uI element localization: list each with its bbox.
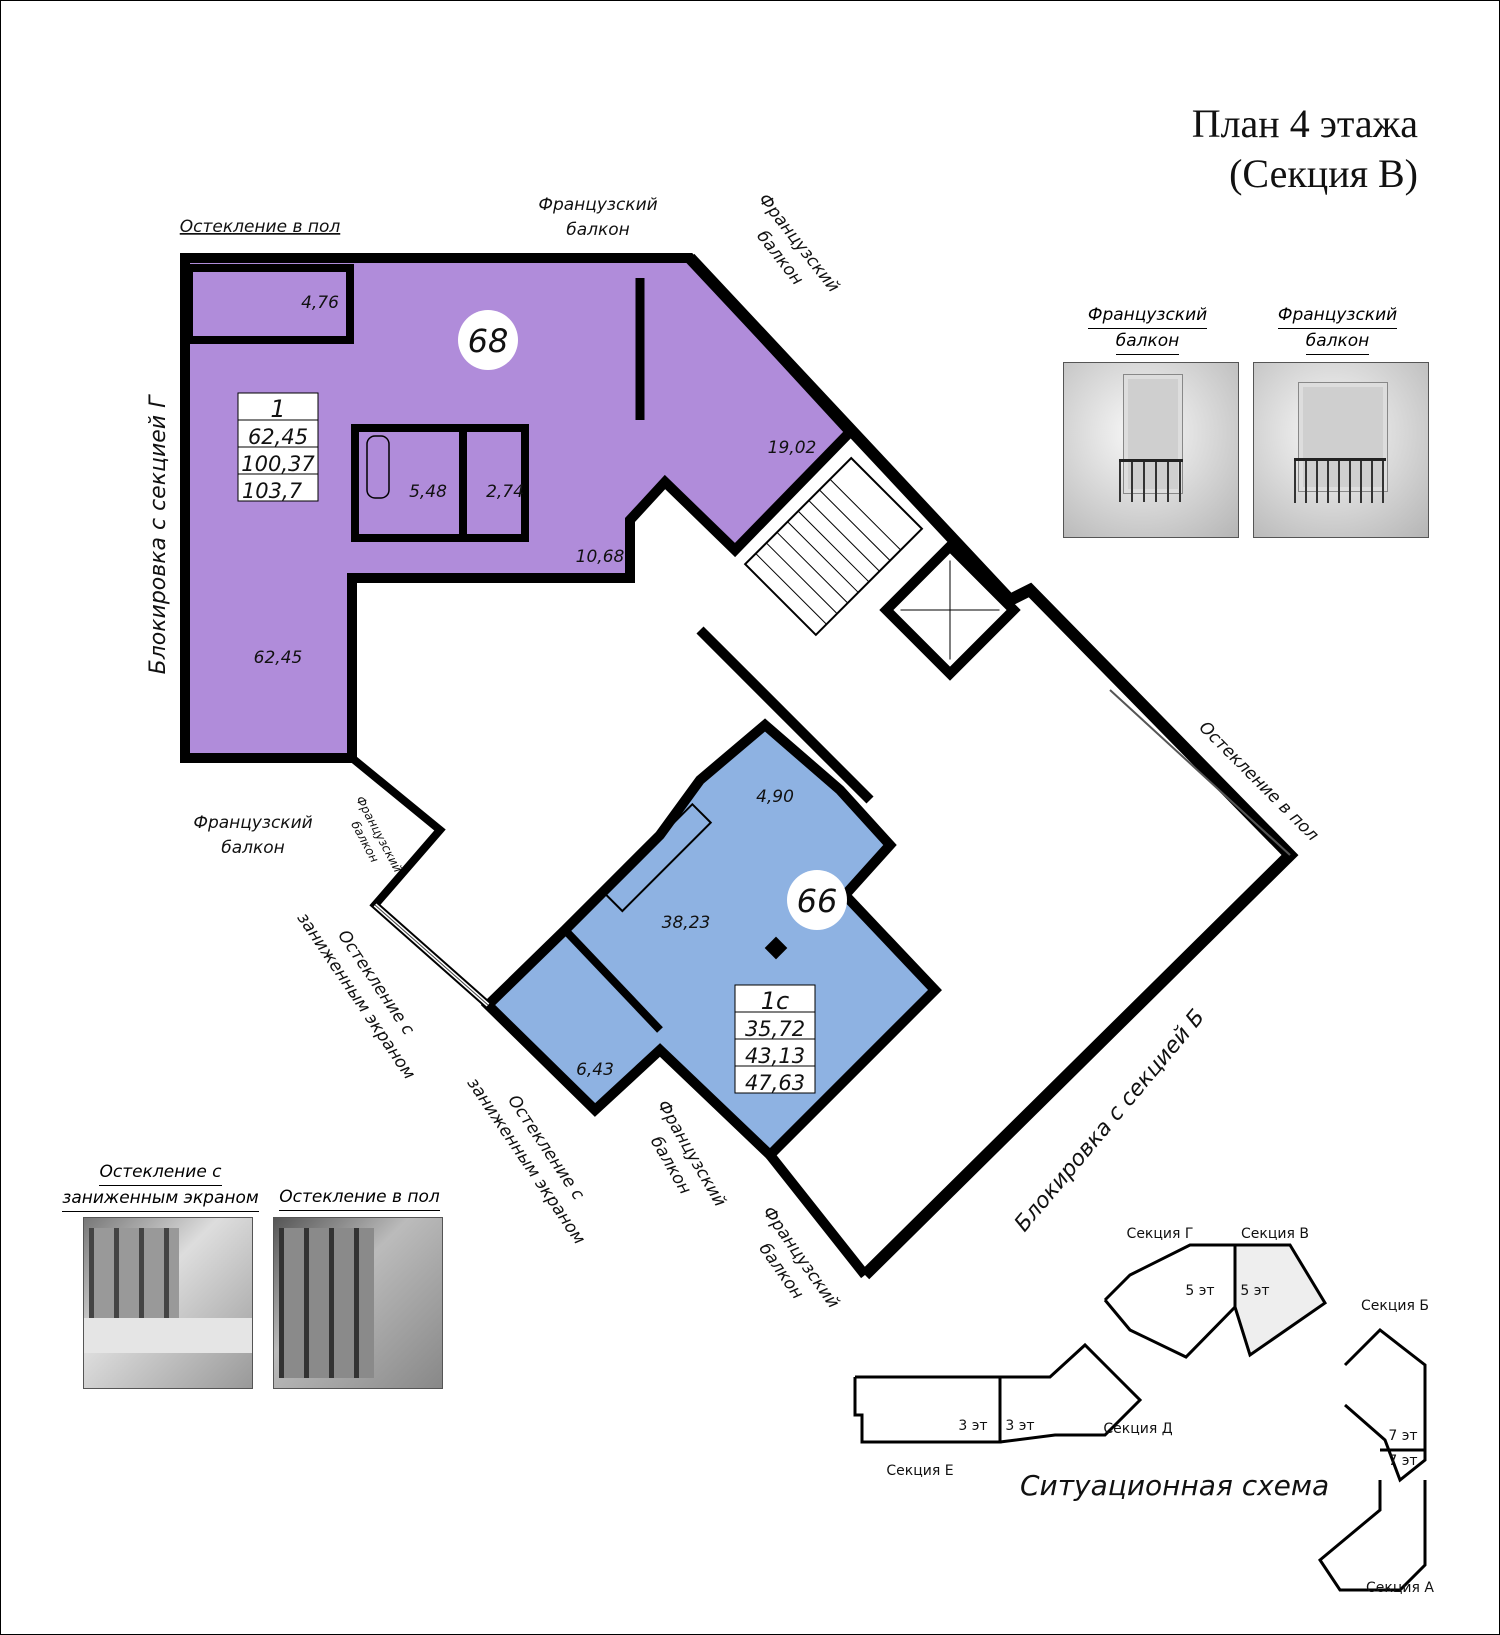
room-4-76 <box>185 264 354 344</box>
room-area: 5,48 <box>409 482 447 502</box>
room-area: 62,45 <box>254 648 303 668</box>
site-section-v: Секция В <box>1241 1226 1309 1242</box>
room-area: 19,02 <box>768 438 817 458</box>
svg-text:47,63: 47,63 <box>745 1071 805 1095</box>
svg-text:100,37: 100,37 <box>241 452 315 476</box>
plan-subtitle: (Секция В) <box>1229 151 1418 196</box>
svg-text:1: 1 <box>270 395 285 423</box>
glazing-floor-photo <box>273 1217 443 1389</box>
apartment-66-area[interactable] <box>480 718 942 1162</box>
kitchen-counter <box>602 802 713 913</box>
label-french-balcony: Французский балкон <box>646 1097 730 1210</box>
bathroom <box>351 424 467 542</box>
label-glazing-low: Остекление с заниженным экраном <box>293 909 420 1083</box>
room-area: 4,76 <box>301 293 339 313</box>
apartment-68-info: 1 62,45 100,37 103,7 <box>237 392 319 503</box>
elevator-shaft <box>879 539 1021 681</box>
site-floors-g: 5 эт <box>1185 1283 1214 1299</box>
wall-segment <box>766 1151 869 1279</box>
label-french-balcony: балкон <box>221 838 285 858</box>
toilet <box>459 424 529 542</box>
glazing-low-photo <box>83 1217 253 1389</box>
site-floors-b: 7 эт <box>1388 1428 1417 1444</box>
site-floors-e: 3 эт <box>958 1418 987 1434</box>
label-french-balcony: Французский <box>193 813 312 833</box>
site-floors-d: 3 эт <box>1005 1418 1034 1434</box>
glazing-right <box>1109 689 1291 856</box>
site-section-a: Секция А <box>1366 1580 1434 1596</box>
room-area: 6,43 <box>576 1060 614 1080</box>
corridor-wall <box>696 626 874 804</box>
site-section-e: Секция Е <box>886 1463 953 1479</box>
room-area: 2,74 <box>486 482 524 502</box>
outer-wall <box>685 253 1299 1280</box>
site-section-d: Секция Д <box>1103 1421 1172 1437</box>
svg-text:66: 66 <box>797 882 838 920</box>
room-area: 4,90 <box>756 787 794 807</box>
site-section-g: Секция Г <box>1127 1226 1194 1242</box>
label-glazing-floor: Остекление в пол <box>180 217 341 237</box>
label-french-balcony-small: Французский балкон <box>348 794 405 875</box>
site-section-b: Секция Б <box>1361 1298 1429 1314</box>
site-floors-v: 5 эт <box>1240 1283 1269 1299</box>
apartment-68-badge[interactable]: 68 <box>458 310 518 370</box>
marker <box>764 936 788 960</box>
plan-title: План 4 этажа <box>1191 101 1418 146</box>
french-balcony-photo-1 <box>1063 362 1239 538</box>
svg-text:35,72: 35,72 <box>745 1017 805 1041</box>
apartment-66-badge[interactable]: 66 <box>787 870 847 930</box>
stairwell <box>743 456 924 637</box>
apartment-66-info: 1с 35,72 43,13 47,63 <box>734 984 816 1095</box>
svg-text:1с: 1с <box>761 987 789 1015</box>
svg-text:68: 68 <box>468 322 509 360</box>
room-area: 38,23 <box>662 913 711 933</box>
room-area: 10,68 <box>576 547 625 567</box>
bathtub-icon <box>366 435 390 499</box>
label-french-balcony: Французский <box>538 195 657 215</box>
legend-glazing-floor: Остекление в пол <box>272 1185 447 1211</box>
site-scheme <box>853 1243 1427 1592</box>
svg-text:43,13: 43,13 <box>745 1044 805 1068</box>
svg-text:62,45: 62,45 <box>248 425 308 449</box>
label-french-balcony-diagonal: Французский балкон <box>752 190 843 296</box>
site-scheme-title: Ситуационная схема <box>1020 1469 1329 1502</box>
french-balcony-photo-2 <box>1253 362 1429 538</box>
site-floors-a: 7 эт <box>1388 1453 1417 1469</box>
label-french-balcony: балкон <box>566 220 630 240</box>
label-block-g: Блокировка с секцией Г <box>146 394 171 674</box>
svg-text:103,7: 103,7 <box>242 479 303 503</box>
